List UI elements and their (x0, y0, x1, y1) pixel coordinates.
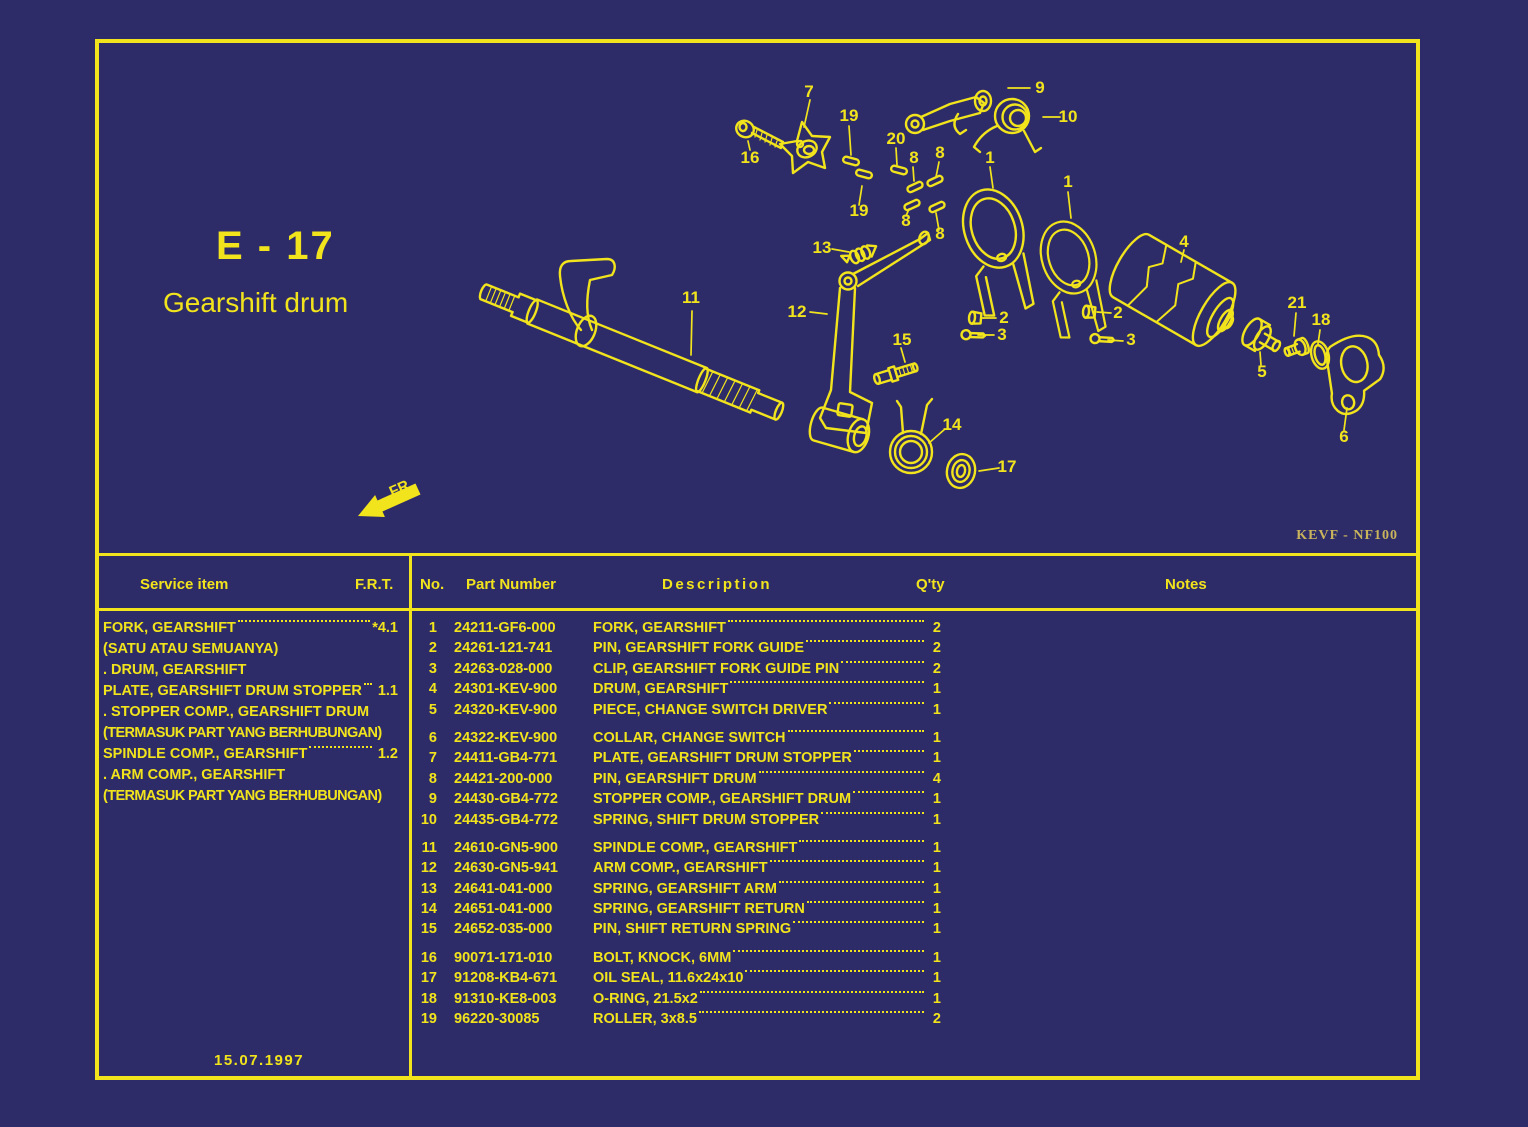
callout-leader-lines (690, 87, 1348, 472)
callout-number: 11 (682, 288, 700, 307)
part-9-stopper-comp (904, 89, 993, 136)
header-service-item: Service item (140, 576, 229, 593)
part-12-arm-comp (808, 230, 932, 454)
part-5-change-switch-driver (1241, 317, 1282, 353)
callout-number: 8 (901, 211, 910, 230)
service-item-line: (TERMASUK PART YANG BERHUBUNGAN) (103, 788, 382, 804)
part-7-drum-stopper-plate (778, 120, 832, 175)
callout-number: 19 (840, 106, 859, 125)
service-item-line: FORK, GEARSHIFT*4.1 (103, 620, 398, 636)
part-21-bolt (1283, 336, 1310, 358)
part-11-spindle-comp (478, 257, 785, 421)
callout-number: 18 (1312, 310, 1331, 329)
callout-number: 15 (893, 330, 912, 349)
part-14-return-spring (888, 397, 934, 475)
header-notes: Notes (1165, 576, 1207, 593)
part-10-stopper-spring (972, 97, 1043, 154)
callout-number: 8 (935, 224, 944, 243)
callout-number: 6 (1339, 427, 1348, 446)
model-ref-code: KEVF - NF100 (1296, 528, 1398, 543)
callout-number: 17 (998, 457, 1017, 476)
service-item-line: . DRUM, GEARSHIFT (103, 662, 247, 678)
table-top-rule (95, 553, 1420, 556)
revision-date: 15.07.1997 (214, 1052, 305, 1069)
callout-number: 10 (1059, 107, 1078, 126)
fr-arrow-icon (358, 483, 421, 517)
callout-number: 12 (788, 302, 807, 321)
part-13-arm-spring (840, 244, 878, 265)
service-item-line: (SATU ATAU SEMUANYA) (103, 641, 279, 657)
callout-number: 1 (1063, 172, 1072, 191)
callout-number: 5 (1257, 362, 1266, 381)
section-code: E - 17 (216, 224, 335, 268)
callout-number: 4 (1179, 232, 1189, 251)
page-title: Gearshift drum (163, 287, 349, 318)
header-no: No. (420, 576, 445, 593)
callout-number: 16 (741, 148, 760, 167)
header-part-number: Part Number (466, 576, 557, 593)
callout-number: 3 (997, 325, 1006, 344)
part-6-change-switch-collar (1325, 334, 1385, 416)
table-header-rule (95, 608, 1420, 611)
callout-number: 20 (887, 129, 906, 148)
part-15-return-spring-pin (872, 362, 919, 386)
callout-number: 7 (804, 82, 813, 101)
callout-number: 13 (813, 238, 832, 257)
service-item-line: (TERMASUK PART YANG BERHUBUNGAN) (103, 725, 382, 741)
callout-number: 2 (999, 308, 1008, 327)
callout-number: 9 (1035, 78, 1044, 97)
header-frt: F.R.T. (355, 576, 394, 593)
header-description: Description (662, 576, 773, 593)
callout-number: 21 (1288, 293, 1307, 312)
callout-number: 3 (1126, 330, 1135, 349)
callout-number: 19 (850, 201, 869, 220)
service-item-line: . ARM COMP., GEARSHIFT (103, 767, 286, 783)
callout-number: 2 (1113, 303, 1122, 322)
service-items: FORK, GEARSHIFT*4.1 (SATU ATAU SEMUANYA).… (103, 620, 398, 809)
callout-number: 1 (985, 148, 994, 167)
table-column-divider (409, 553, 412, 1080)
callout-number: 8 (935, 143, 944, 162)
service-item-line: . STOPPER COMP., GEARSHIFT DRUM (103, 704, 370, 720)
page-border (95, 39, 1420, 1080)
callout-number: 14 (943, 415, 962, 434)
callout-number: 8 (909, 148, 918, 167)
header-qty: Q'ty (916, 576, 945, 593)
part-17-oil-seal (945, 452, 977, 490)
part-4-gearshift-drum (1108, 233, 1237, 348)
